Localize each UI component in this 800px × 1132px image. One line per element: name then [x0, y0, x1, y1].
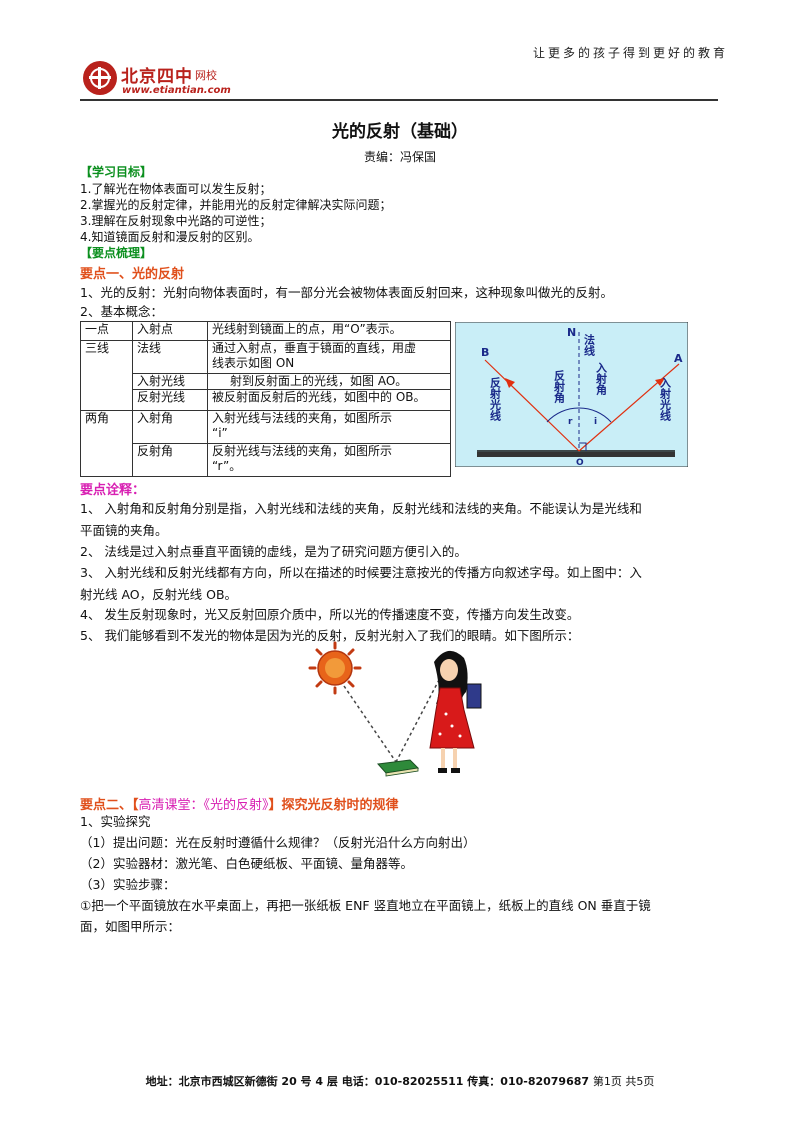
note-item: 1、 入射角和反射角分别是指，入射光线和法线的夹角，反射光线和法线的夹角。不能误…	[80, 498, 642, 542]
note-line: 3、 入射光线和反射光线都有方向，所以在描述的时候要注意按光的传播方向叙述字母。…	[80, 565, 642, 580]
video-lesson-link[interactable]: 高清课堂：《光的反射》	[138, 798, 269, 813]
cell-line: 线表示如图 ON	[212, 356, 295, 370]
note-item: 4、 发生反射现象时，光又反射回原介质中，所以光的传播速度不变，传播方向发生改变…	[80, 607, 580, 622]
table-cell: 入射点	[132, 321, 208, 341]
table-row: 三线 法线 通过入射点，垂直于镜面的直线，用虚 线表示如图 ON	[80, 340, 451, 411]
concepts-table: 一点 入射点 光线射到镜面上的点，用“O”表示。 三线 法线 通过入射点，垂直于…	[80, 321, 451, 477]
logo-emblem-bar	[98, 67, 101, 89]
reflected-arrow	[505, 378, 515, 388]
table-cell: 两角	[80, 410, 133, 477]
label-incident-angle: 入射角	[595, 362, 609, 396]
light-ray-to-book	[343, 685, 397, 763]
girl-figure	[429, 650, 482, 773]
table-cell: 入射角	[132, 410, 208, 444]
logo-suffix: 网校	[195, 69, 217, 82]
label-reflect-angle: 反射角	[553, 369, 567, 404]
cell-line: 通过入射点，垂直于镜面的直线，用虚	[212, 341, 417, 355]
point1-concepts-label: 2、基本概念：	[80, 304, 163, 319]
cell-line: “r”。	[212, 459, 242, 473]
book-icon	[376, 759, 420, 777]
note-line: 射光线 AO，反射光线 OB。	[80, 587, 238, 602]
note-item: 3、 入射光线和反射光线都有方向，所以在描述的时候要注意按光的传播方向叙述字母。…	[80, 562, 642, 606]
point2-heading: 要点二、【高清课堂：《光的反射》】探究光反射时的规律	[80, 794, 399, 813]
table-cell: 入射光线	[132, 373, 208, 390]
goal-item: 2.掌握光的反射定律，并能用光的反射定律解决实际问题；	[80, 198, 392, 212]
table-cell: 光线射到镜面上的点，用“O”表示。	[207, 321, 451, 341]
notes-heading: 要点诠释：	[80, 483, 146, 498]
note-item: 2、 法线是过入射点垂直平面镜的虚线，是为了研究问题方便引入的。	[80, 544, 467, 559]
editor-line: 责编：冯保国	[363, 150, 436, 164]
light-ray-to-eye	[395, 677, 441, 763]
experiment-line: 面，如图甲所示：	[80, 919, 181, 934]
experiment-line: （3）实验步骤：	[80, 877, 176, 892]
goal-item: 3.理解在反射现象中光路的可逆性；	[80, 214, 272, 228]
reflected-ray	[484, 359, 580, 452]
table-cell: 反射光线	[132, 389, 208, 411]
cell-line: “i”	[212, 426, 228, 440]
table-cell: 被反射面反射后的光线，如图中的 OB。	[207, 389, 451, 411]
incident-arrow	[655, 378, 665, 386]
experiment-line: （1）提出问题：光在反射时遵循什么规律？（反射光沿什么方向射出）	[80, 835, 476, 850]
footer-address: 地址：北京市西城区新德街 20 号 4 层 电话：010-82025511 传真…	[145, 1075, 590, 1088]
cell-line: 入射光线与法线的夹角，如图所示	[212, 411, 393, 425]
point2-heading-suffix: 】探究光反射时的规律	[268, 798, 399, 813]
point2-heading-prefix: 要点二、【	[80, 798, 139, 813]
table-cell: 反射角	[132, 443, 208, 477]
goal-item: 1.了解光在物体表面可以发生反射；	[80, 182, 272, 196]
diagram-background	[455, 322, 688, 467]
note-item: 5、 我们能够看到不发光的物体是因为光的反射，反射光射入了我们的眼睛。如下图所示…	[80, 628, 580, 643]
experiment-line: ①把一个平面镜放在水平桌面上，再把一张纸板 ENF 竖直地立在平面镜上，纸板上的…	[80, 898, 651, 913]
point1-definition: 1、光的反射：光射向物体表面时，有一部分光会被物体表面反射回来，这种现象叫做光的…	[80, 285, 613, 300]
logo-url: www.etiantian.com	[122, 85, 231, 96]
goals-heading: 【学习目标】	[80, 165, 153, 179]
mirror-surface	[477, 452, 675, 457]
point1-heading: 要点一、光的反射	[80, 267, 185, 282]
table-cell: 入射光线与法线的夹角，如图所示 “i”	[207, 410, 451, 444]
table-cell: 法线	[132, 340, 208, 374]
reflect-angle-arc	[546, 407, 580, 423]
label-B: B	[481, 346, 489, 359]
label-i: i	[594, 417, 597, 427]
note-line: 1、 入射角和反射角分别是指，入射光线和法线的夹角，反射光线和法线的夹角。不能误…	[80, 501, 642, 516]
label-r: r	[568, 417, 573, 427]
label-O: O	[576, 458, 584, 467]
sun-icon	[308, 641, 362, 695]
reflection-illustration	[308, 641, 482, 777]
note-line: 平面镜的夹角。	[80, 523, 168, 538]
slogan: 让更多的孩子得到更好的教育	[533, 46, 729, 60]
summary-heading: 【要点梳理】	[80, 246, 153, 260]
footer-page-number: 第1页 共5页	[592, 1075, 655, 1088]
table-row: 两角 入射角 入射光线与法线的夹角，如图所示 “i”	[80, 410, 451, 477]
label-normal: 法线	[583, 333, 596, 357]
table-cell: 通过入射点，垂直于镜面的直线，用虚 线表示如图 ON	[207, 340, 451, 374]
header-divider	[80, 99, 718, 101]
page-footer: 地址：北京市西城区新德街 20 号 4 层 电话：010-82025511 传真…	[0, 1073, 800, 1089]
table-row: 反射角 反射光线与法线的夹角，如图所示 “r”。	[81, 443, 451, 477]
cell-line: 反射光线与法线的夹角，如图所示	[212, 444, 393, 458]
table-row: 入射光线 射到反射面上的光线，如图 AO。	[81, 373, 451, 390]
table-cell: 一点	[80, 321, 133, 341]
experiment-line: （2）实验器材：激光笔、白色硬纸板、平面镜、量角器等。	[80, 856, 413, 871]
page-title: 光的反射（基础）	[332, 122, 468, 142]
table-cell: 三线	[80, 340, 133, 411]
label-reflected-ray: 反射光线	[489, 376, 503, 422]
table-row: 反射光线 被反射面反射后的光线，如图中的 OB。	[81, 389, 451, 411]
table-cell: 反射光线与法线的夹角，如图所示 “r”。	[207, 443, 451, 477]
experiment-line: 1、实验探究	[80, 814, 151, 829]
logo-name: 北京四中	[121, 67, 193, 87]
reflection-diagram: N B A O r i 法线 反射光线 入射光线 反射角 入射角	[455, 322, 688, 467]
table-row: 一点 入射点 光线射到镜面上的点，用“O”表示。	[80, 321, 451, 341]
right-angle-mark	[579, 442, 587, 451]
label-N: N	[567, 326, 576, 339]
goal-item: 4.知道镜面反射和漫反射的区别。	[80, 230, 260, 244]
incident-ray	[578, 363, 680, 452]
label-A: A	[674, 352, 683, 365]
label-incident-ray: 入射光线	[659, 377, 673, 422]
table-cell: 射到反射面上的光线，如图 AO。	[207, 373, 451, 390]
incident-angle-arc	[578, 407, 612, 423]
backpack	[466, 683, 482, 709]
